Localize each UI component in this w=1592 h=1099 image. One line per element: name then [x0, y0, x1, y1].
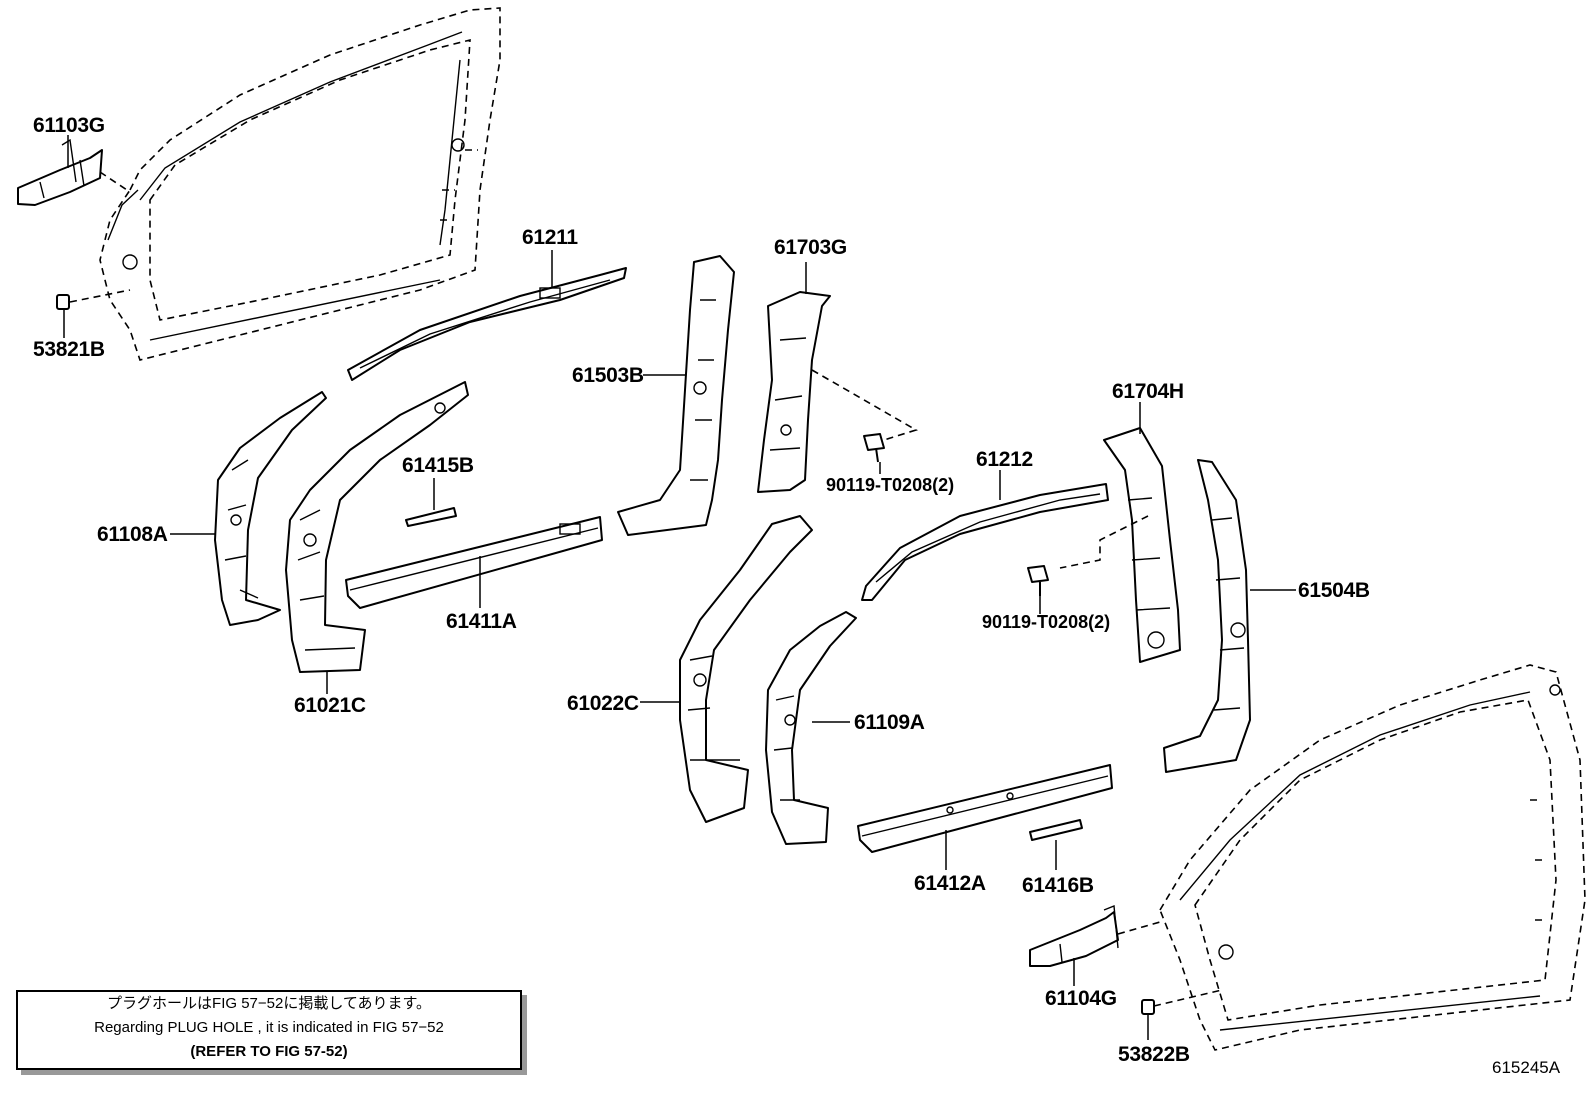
side-outer-panel-left [99, 7, 501, 361]
label-61212: 61212 [976, 448, 1033, 471]
part-53821B [56, 289, 131, 338]
part-61416B [1029, 819, 1083, 870]
bolt-90119-a [863, 433, 885, 474]
note-line-japanese: プラグホールはFIG 57−52に掲載してあります。 [107, 995, 431, 1012]
part-61104G [1029, 905, 1161, 986]
label-61503B: 61503B [572, 364, 644, 387]
part-61411A [345, 516, 603, 609]
label-53822B: 53822B [1118, 1043, 1190, 1066]
label-61415B: 61415B [402, 454, 474, 477]
side-outer-panel-right [1159, 664, 1586, 1051]
label-61504B: 61504B [1298, 579, 1370, 602]
part-61103G [17, 135, 131, 206]
part-61109A [765, 611, 857, 845]
part-61212 [861, 470, 1109, 601]
part-61412A [857, 764, 1113, 870]
part-61703G [757, 262, 918, 493]
label-61103G: 61103G [33, 114, 105, 137]
note-line-refer: (REFER TO FIG 57-52) [190, 1043, 348, 1060]
part-61503B [617, 255, 735, 536]
label-53821B: 53821B [33, 338, 105, 361]
part-61211 [347, 250, 627, 381]
part-61021C [285, 381, 469, 694]
note-line-english: Regarding PLUG HOLE , it is indicated in… [94, 1019, 444, 1036]
label-90119-T0208-b: 90119-T0208(2) [982, 612, 1110, 632]
label-61704H: 61704H [1112, 380, 1184, 403]
part-61108A [170, 391, 327, 626]
label-61416B: 61416B [1022, 874, 1094, 897]
bolt-90119-b [1027, 565, 1049, 614]
part-61504B [1163, 459, 1296, 773]
label-61108A: 61108A [97, 523, 168, 546]
label-61109A: 61109A [854, 711, 925, 734]
label-61021C: 61021C [294, 694, 366, 717]
part-53822B [1141, 989, 1223, 1040]
plug-hole-note: プラグホールはFIG 57−52に掲載してあります。 Regarding PLU… [16, 990, 522, 1070]
label-61022C: 61022C [567, 692, 639, 715]
label-61211: 61211 [522, 226, 578, 249]
label-90119-T0208-a: 90119-T0208(2) [826, 475, 954, 495]
label-61412A: 61412A [914, 872, 986, 895]
label-61411A: 61411A [446, 610, 517, 633]
label-61104G: 61104G [1045, 987, 1117, 1010]
figure-code: 615245A [1492, 1058, 1561, 1077]
part-61415B [405, 478, 457, 527]
part-61704H [1059, 402, 1181, 663]
part-61022C [640, 515, 813, 823]
label-61703G: 61703G [774, 236, 847, 259]
